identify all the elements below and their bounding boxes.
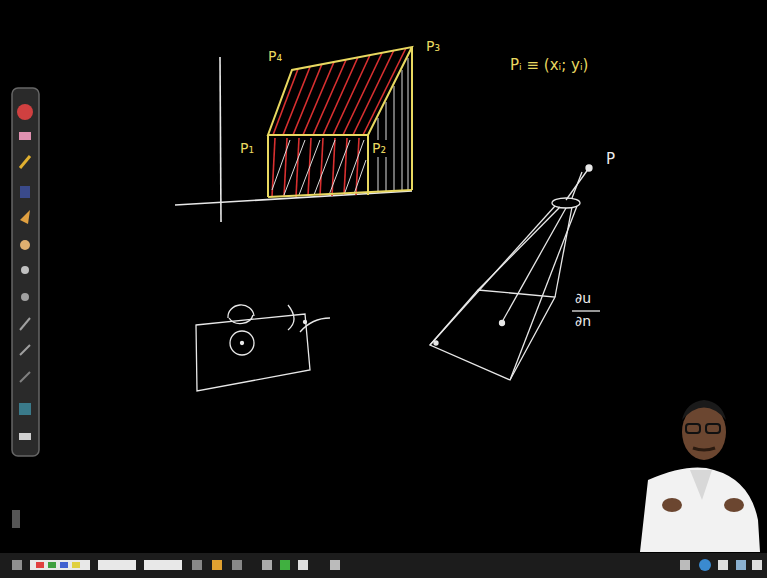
- point-label: P₂: [370, 140, 388, 157]
- bottom-toolbar: [0, 553, 767, 578]
- domain-sketch: [196, 305, 330, 391]
- point-label: P₄: [266, 48, 284, 65]
- point-definition: Pᵢ ≡ (xᵢ; yᵢ): [508, 56, 590, 74]
- derivative-denominator: ∂n: [573, 313, 593, 330]
- fraction-bar: [572, 310, 600, 311]
- solid-outline: [268, 47, 412, 197]
- projection-frustum: [430, 165, 592, 380]
- point-label: P₃: [424, 38, 442, 55]
- derivative-numerator: ∂u: [573, 290, 593, 307]
- scroll-handle: [12, 510, 20, 528]
- point-label: P₁: [238, 140, 256, 157]
- hatching-white: [272, 58, 408, 195]
- left-toolbar: [12, 88, 39, 456]
- point-label: P: [604, 150, 617, 168]
- presenter: [640, 400, 760, 552]
- axes: [175, 57, 412, 222]
